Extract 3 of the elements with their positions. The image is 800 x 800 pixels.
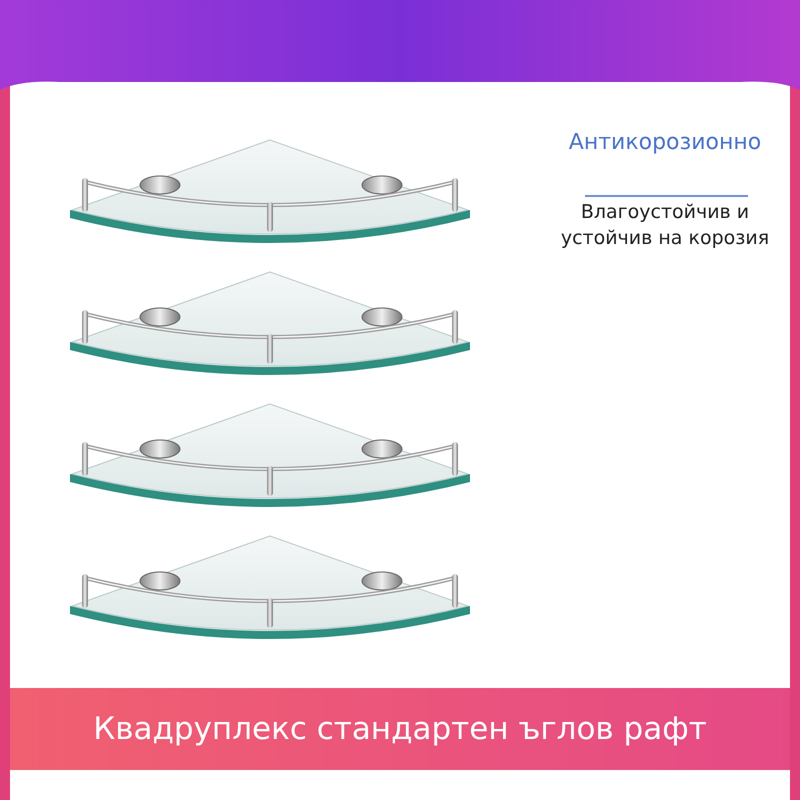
product-title: Квадруплекс стандартен ъглов рафт (10, 688, 790, 770)
feature-description: Влагоустойчив и устойчив на корозия (560, 200, 770, 251)
feature-heading: Антикорозионно (568, 130, 762, 155)
